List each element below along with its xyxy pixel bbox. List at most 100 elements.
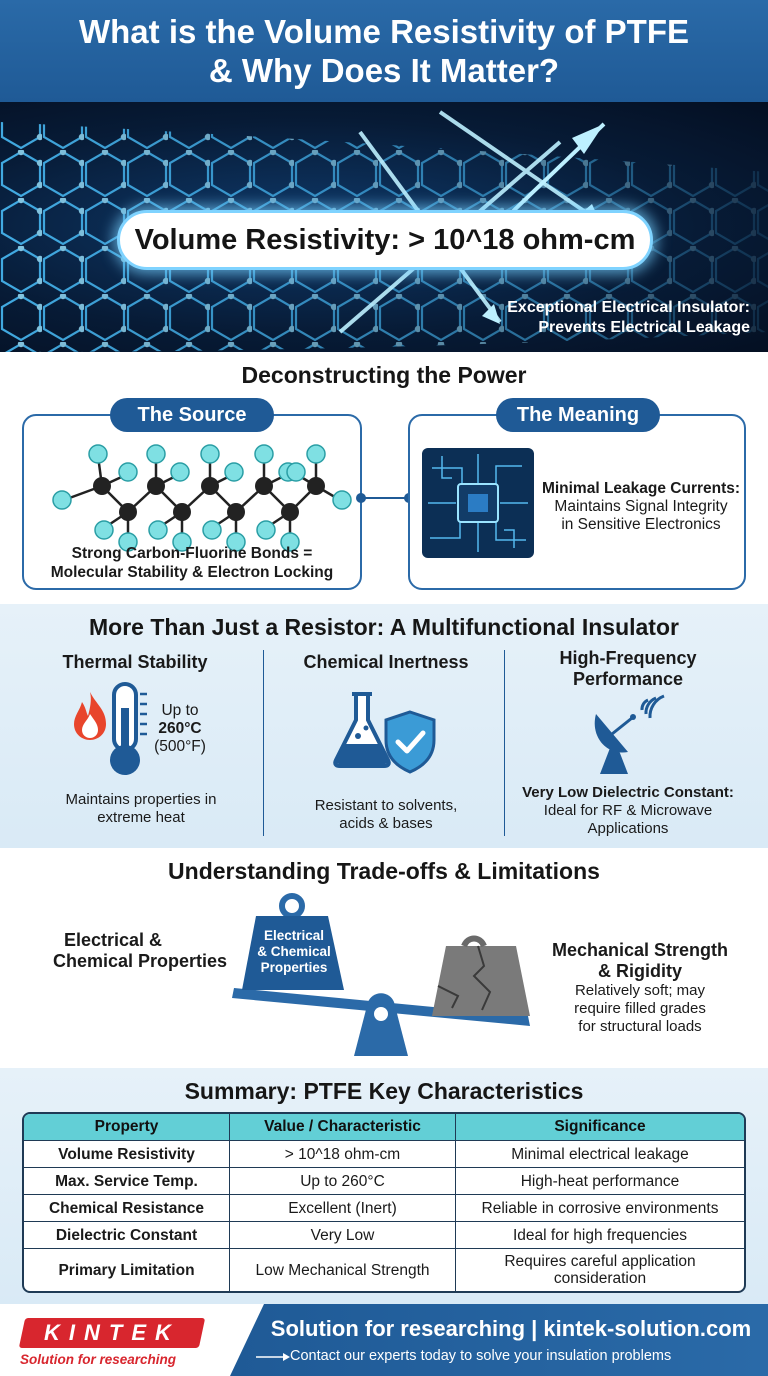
- connector-dot-left: [356, 493, 366, 503]
- source-tab: The Source: [110, 398, 274, 432]
- page-title-line-1: What is the Volume Resistivity of PTFE: [79, 13, 689, 50]
- footer-contact-cta[interactable]: Contact our experts today to solve your …: [290, 1348, 672, 1364]
- footer-website-link[interactable]: Solution for researching | kintek-soluti…: [270, 1316, 752, 1341]
- table-cell: Up to 260°C: [230, 1168, 456, 1195]
- table-row: Dielectric Constant Very Low Ideal for h…: [24, 1222, 744, 1249]
- table-row: Chemical Resistance Excellent (Inert) Re…: [24, 1195, 744, 1222]
- frequency-title-line-2: Performance: [572, 669, 684, 689]
- weight-label: Electrical & Chemical Properties: [244, 928, 344, 976]
- thermal-temp-line-1: Up to: [161, 702, 199, 719]
- table-cell: High-heat performance: [456, 1168, 744, 1195]
- frequency-column: High-Frequency Performance: [510, 648, 746, 690]
- table-cell: > 10^18 ohm-cm: [230, 1141, 456, 1168]
- weight-label-line-3: Properties: [260, 960, 328, 975]
- table-cell: Excellent (Inert): [230, 1195, 456, 1222]
- satellite-dish-icon: [594, 694, 665, 774]
- table-row: Max. Service Temp. Up to 260°C High-heat…: [24, 1168, 744, 1195]
- frequency-desc-line-2: Applications: [587, 820, 669, 837]
- table-header-value: Value / Characteristic: [230, 1114, 456, 1141]
- resistivity-headline: Volume Resistivity: > 10^18 ohm-cm: [117, 210, 653, 270]
- table-cell: Chemical Resistance: [24, 1195, 230, 1222]
- column-divider-1: [263, 650, 264, 836]
- tradeoffs-right-desc-line-3: for structural loads: [578, 1018, 702, 1035]
- flame-icon: [74, 692, 106, 740]
- ptfe-molecule-icon: [52, 444, 352, 552]
- thermal-desc: Maintains properties in extreme heat: [20, 791, 262, 827]
- table-cell: Very Low: [230, 1222, 456, 1249]
- meaning-card: Minimal Leakage Currents: Maintains Sign…: [408, 414, 746, 590]
- hero-banner: Volume Resistivity: > 10^18 ohm-cm Excep…: [0, 102, 768, 352]
- thermal-temp-line-2: 260°C: [158, 720, 202, 737]
- logo-tagline: Solution for researching: [20, 1352, 177, 1367]
- weight-label-line-1: Electrical: [263, 928, 325, 943]
- tradeoffs-right-block: Mechanical Strength & Rigidity Relativel…: [530, 940, 750, 1036]
- table-cell: Minimal electrical leakage: [456, 1141, 744, 1168]
- thermal-desc-line-2: extreme heat: [97, 809, 185, 826]
- table-cell: Max. Service Temp.: [24, 1168, 230, 1195]
- page-header: What is the Volume Resistivity of PTFE &…: [0, 0, 768, 102]
- chemical-title: Chemical Inertness: [303, 652, 469, 672]
- meaning-tab: The Meaning: [496, 398, 660, 432]
- table-cell: Primary Limitation: [24, 1249, 230, 1291]
- source-caption: Strong Carbon-Fluorine Bonds = Molecular…: [24, 544, 360, 582]
- summary-table: Property Value / Characteristic Signific…: [22, 1112, 746, 1293]
- table-cell: Requires careful application considerati…: [504, 1253, 696, 1287]
- thermal-temp-line-3: (500°F): [154, 738, 206, 755]
- thermal-temp: Up to 260°C (500°F): [150, 702, 210, 756]
- chemical-desc-line-2: acids & bases: [339, 815, 433, 832]
- chemical-desc: Resistant to solvents, acids & bases: [268, 797, 504, 833]
- table-cell: Reliable in corrosive environments: [456, 1195, 744, 1222]
- meaning-heading: Minimal Leakage Currents:: [541, 480, 741, 497]
- deconstruct-title: Deconstructing the Power: [241, 362, 527, 388]
- tradeoffs-right-desc-line-2: require filled grades: [574, 1000, 706, 1017]
- weight-label-line-2: & Chemical: [257, 944, 331, 959]
- tradeoffs-left-label-line-2: Chemical Properties: [52, 951, 228, 971]
- table-row: Volume Resistivity > 10^18 ohm-cm Minima…: [24, 1141, 744, 1168]
- thermal-title: Thermal Stability: [62, 652, 208, 672]
- microchip-icon: [422, 448, 534, 558]
- summary-title: Summary: PTFE Key Characteristics: [184, 1078, 584, 1104]
- tradeoffs-left-label: Electrical & Chemical Properties: [40, 930, 240, 972]
- meaning-desc-line-2: in Sensitive Electronics: [561, 516, 721, 533]
- logo-text: KINTEK: [44, 1320, 180, 1345]
- table-cell: Low Mechanical Strength: [230, 1249, 456, 1291]
- flask-icon: [333, 692, 391, 768]
- arrow-right-icon: [256, 1353, 290, 1361]
- chemical-column: Chemical Inertness: [268, 652, 504, 673]
- frequency-heading: Very Low Dielectric Constant:: [522, 784, 734, 801]
- table-header-row: Property Value / Characteristic Signific…: [24, 1114, 744, 1141]
- table-cell: Volume Resistivity: [24, 1141, 230, 1168]
- balance-scale-icon: [232, 893, 530, 1056]
- tradeoffs-right-title-line-1: Mechanical Strength: [551, 940, 729, 960]
- thermal-desc-line-1: Maintains properties in: [65, 791, 217, 808]
- shield-check-icon: [384, 710, 436, 774]
- tradeoffs-right-desc-line-1: Relatively soft; may: [574, 982, 706, 999]
- table-row: Primary Limitation Low Mechanical Streng…: [24, 1249, 744, 1291]
- frequency-desc-line-1: Ideal for RF & Microwave: [543, 802, 713, 819]
- hero-caption: Exceptional Electrical Insulator: Preven…: [450, 298, 750, 338]
- thermometer-icon: [110, 682, 147, 775]
- frequency-desc: Very Low Dielectric Constant: Ideal for …: [510, 784, 746, 838]
- connector-line: [364, 497, 408, 499]
- meaning-desc-line-1: Maintains Signal Integrity: [554, 498, 728, 515]
- source-caption-line-2: Molecular Stability & Electron Locking: [50, 564, 334, 581]
- chemical-desc-line-1: Resistant to solvents,: [314, 797, 458, 814]
- source-card: Strong Carbon-Fluorine Bonds = Molecular…: [22, 414, 362, 590]
- frequency-title-line-1: High-Frequency: [559, 648, 697, 668]
- multifunctional-title: More Than Just a Resistor: A Multifuncti…: [89, 614, 679, 640]
- kintek-logo[interactable]: KINTEK: [18, 1318, 206, 1348]
- tradeoffs-right-title-line-2: & Rigidity: [598, 961, 682, 981]
- page-footer: KINTEK Solution for researching Solution…: [0, 1304, 768, 1376]
- tradeoffs-title: Understanding Trade-offs & Limitations: [168, 858, 600, 884]
- table-header-significance: Significance: [456, 1114, 744, 1141]
- page-title-line-2: & Why Does It Matter?: [208, 52, 560, 89]
- hero-caption-line-1: Exceptional Electrical Insulator:: [507, 299, 750, 316]
- tradeoffs-left-label-line-1: Electrical &: [63, 930, 163, 950]
- table-header-property: Property: [24, 1114, 230, 1141]
- thermal-column: Thermal Stability: [20, 652, 250, 673]
- table-cell: Dielectric Constant: [24, 1222, 230, 1249]
- source-caption-line-1: Strong Carbon-Fluorine Bonds =: [71, 545, 313, 562]
- meaning-text: Minimal Leakage Currents: Maintains Sign…: [538, 480, 744, 534]
- column-divider-2: [504, 650, 505, 836]
- hero-caption-line-2: Prevents Electrical Leakage: [538, 319, 750, 336]
